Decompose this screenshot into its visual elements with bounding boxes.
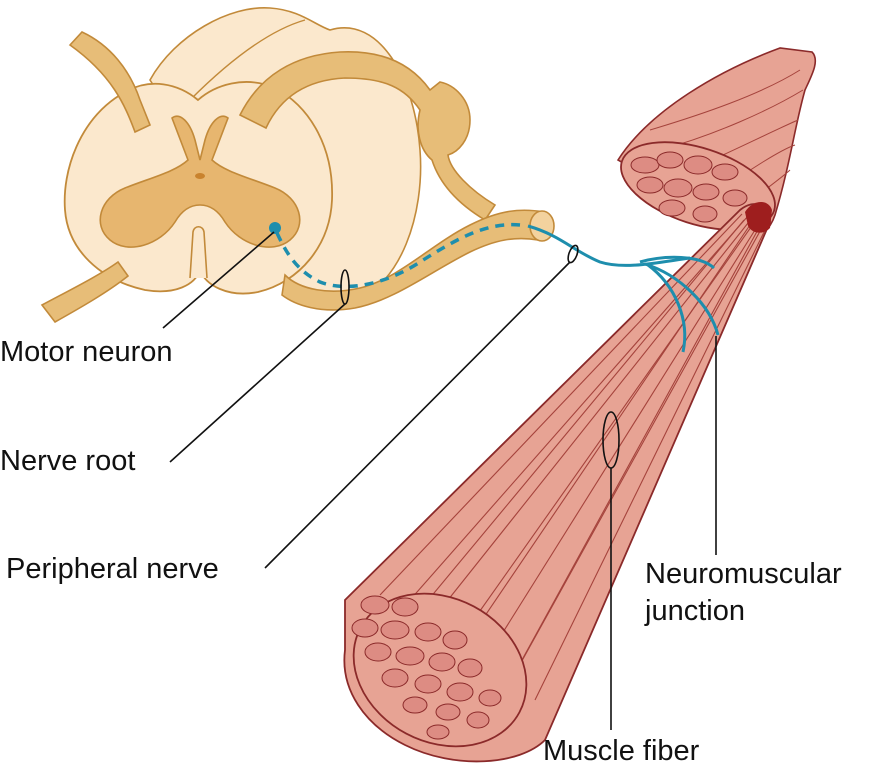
- axon-solid: [527, 224, 691, 267]
- peripheral-nerve-loop: [567, 244, 579, 264]
- axon-dashed: [275, 222, 521, 289]
- label-neuromuscular-junction-line1: Neuromuscular: [645, 558, 842, 590]
- gray-matter: [99, 115, 301, 248]
- peripheral-nerve-cut-end: [529, 210, 555, 242]
- motor-neuron-cell-body: [269, 222, 281, 234]
- muscle: [343, 47, 817, 763]
- axon-branch-3: [647, 263, 687, 353]
- label-nerve-root: Nerve root: [0, 445, 135, 477]
- motor-neuron-leader: [162, 231, 275, 329]
- peripheral-nerve-leader: [264, 261, 571, 569]
- axon-branch-2: [644, 262, 720, 336]
- muscle-converging-fibers: [745, 201, 772, 233]
- axon-branch-1: [639, 255, 716, 270]
- muscle-lower-fascicles: [351, 595, 502, 740]
- anterior-fissure: [189, 225, 208, 279]
- motor-neuron-axon: [269, 222, 720, 353]
- right-dorsal-root: [238, 51, 497, 222]
- posterior-sulcus-top: [189, 19, 306, 101]
- nerves: [40, 31, 555, 324]
- label-motor-neuron: Motor neuron: [0, 336, 173, 368]
- central-canal: [195, 173, 205, 179]
- labels: Motor neuron Nerve root Peripheral nerve…: [0, 336, 842, 765]
- label-muscle-fiber: Muscle fiber: [543, 735, 700, 765]
- spinal-cord: [63, 7, 422, 305]
- label-neuromuscular-junction-line2: junction: [644, 595, 745, 627]
- muscle-upper-fascicles: [630, 151, 748, 223]
- left-dorsal-root: [68, 31, 152, 134]
- leader-lines: [162, 231, 717, 730]
- label-peripheral-nerve: Peripheral nerve: [6, 553, 219, 585]
- nerve-root-leader: [169, 303, 346, 463]
- left-ventral-root: [40, 260, 130, 324]
